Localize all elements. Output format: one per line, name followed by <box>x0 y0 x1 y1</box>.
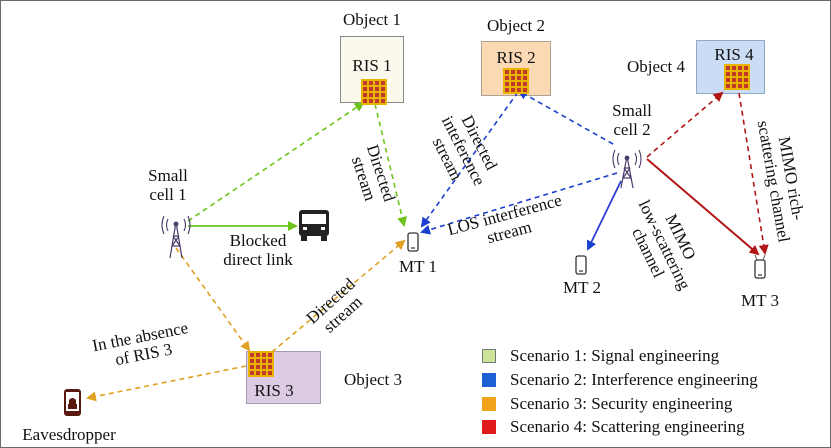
link-ris4-to-mt3 <box>738 92 769 255</box>
small-cell-2-label: Small cell 2 <box>602 101 662 139</box>
link-ris3-to-mt1 <box>271 239 406 353</box>
small-cell-1-line-1: Small <box>148 166 188 185</box>
android-phone-icon <box>64 389 81 416</box>
bus-icon <box>299 210 329 241</box>
legend-swatch <box>482 373 496 387</box>
phone-icon <box>754 254 766 279</box>
ris-panel-icon <box>503 68 529 94</box>
antenna-tower-icon <box>161 215 191 259</box>
object-4-label: Object 4 <box>626 57 686 76</box>
link-sc1-to-ris3 <box>175 247 251 352</box>
ris-panel-icon <box>248 351 274 377</box>
ris-1-label: RIS 1 <box>352 56 392 75</box>
link-ris1-to-mt1 <box>374 103 407 227</box>
legend-swatch <box>482 420 496 434</box>
link-sc1-to-ris1 <box>187 101 365 222</box>
eavesdropper-label: Eavesdropper <box>22 425 116 444</box>
blocked-line-1: Blocked <box>229 231 287 250</box>
object-1-label: Object 1 <box>342 10 402 29</box>
legend-item-signal: Scenario 1: Signal engineering <box>482 345 719 367</box>
link-sc2-to-ris4 <box>646 91 724 158</box>
ris-4-label: RIS 4 <box>714 45 754 64</box>
phone-icon <box>575 255 587 275</box>
ris-2-label: RIS 2 <box>496 48 536 67</box>
legend-label: Scenario 3: Security engineering <box>510 394 733 413</box>
phone-icon <box>407 232 419 252</box>
blocked-link-label: Blocked direct link <box>214 231 302 269</box>
link-los-interference <box>420 172 618 235</box>
mt2-label: MT 2 <box>563 278 601 297</box>
small-cell-1-line-2: cell 1 <box>149 185 187 204</box>
mt3-label: MT 3 <box>741 291 779 310</box>
link-ris3-to-eavesdropper <box>86 365 247 402</box>
link-mimo-low <box>586 180 622 251</box>
antenna-tower-icon <box>612 149 642 189</box>
object-2-label: Object 2 <box>486 16 546 35</box>
legend-label: Scenario 1: Signal engineering <box>510 346 720 365</box>
blocked-line-2: direct link <box>223 250 293 269</box>
ris-3-label: RIS 3 <box>254 381 294 400</box>
link-ris2-to-mt1 <box>420 91 519 228</box>
mt1-label: MT 1 <box>399 257 437 276</box>
legend-item-interference: Scenario 2: Interference engineering <box>482 369 758 391</box>
legend-swatch <box>482 397 496 411</box>
object-3-label: Object 3 <box>343 370 403 389</box>
legend-label: Scenario 2: Interference engineering <box>510 370 758 389</box>
small-cell-2-line-1: Small <box>612 101 652 120</box>
legend-swatch <box>482 349 496 363</box>
link-sc2-to-ris2 <box>517 90 614 145</box>
ris-panel-icon <box>361 79 387 105</box>
link-mimo-rich <box>646 158 760 256</box>
legend-item-scattering: Scenario 4: Scattering engineering <box>482 416 745 438</box>
ris-panel-icon <box>724 64 750 90</box>
small-cell-2-line-2: cell 2 <box>613 120 651 139</box>
legend-label: Scenario 4: Scattering engineering <box>510 417 745 436</box>
legend-item-security: Scenario 3: Security engineering <box>482 393 732 415</box>
small-cell-1-label: Small cell 1 <box>138 166 198 204</box>
